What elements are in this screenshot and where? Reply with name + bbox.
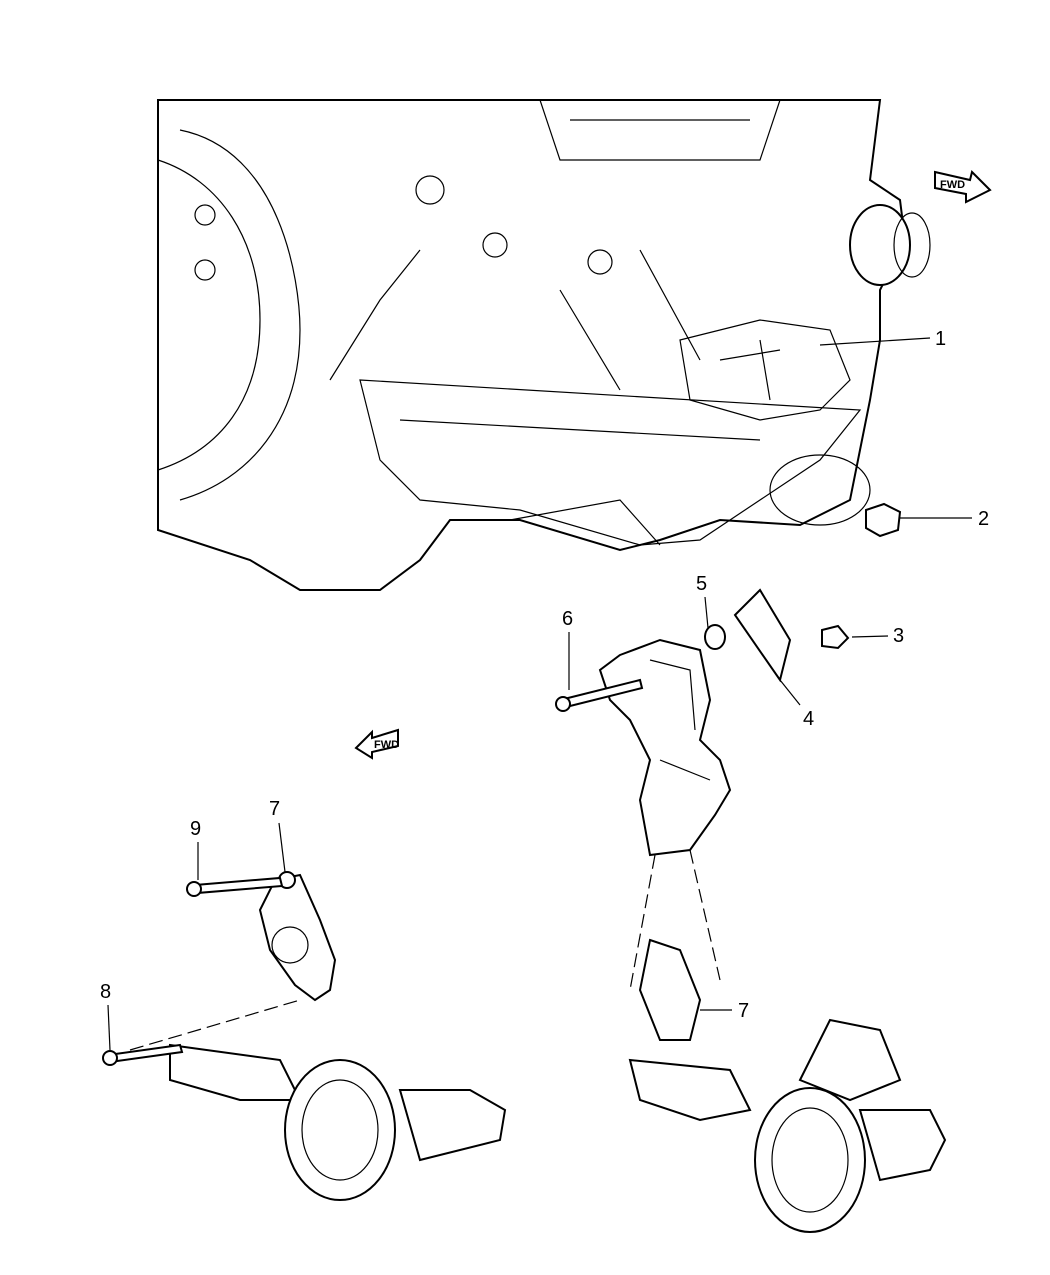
leader-lines: [107, 337, 972, 1051]
fwd-arrow-left: FWD: [354, 728, 399, 760]
callout-4: 4: [803, 708, 814, 730]
callout-7-right: 7: [738, 1000, 749, 1022]
front-axle-left: [102, 871, 507, 1201]
fwd-label: FWD: [374, 739, 399, 751]
callout-7-left: 7: [269, 798, 280, 820]
fwd-label: FWD: [940, 179, 965, 191]
callout-2: 2: [978, 508, 989, 530]
callout-8: 8: [100, 981, 111, 1003]
engine-assembly: [157, 99, 931, 591]
callout-6: 6: [562, 608, 573, 630]
callout-5: 5: [696, 573, 707, 595]
callout-3: 3: [893, 625, 904, 647]
callout-9: 9: [190, 818, 201, 840]
callout-1: 1: [935, 328, 946, 350]
front-axle-right: [628, 938, 947, 1233]
fwd-arrow-right: FWD: [934, 170, 992, 204]
mount-bracket: [555, 588, 850, 857]
